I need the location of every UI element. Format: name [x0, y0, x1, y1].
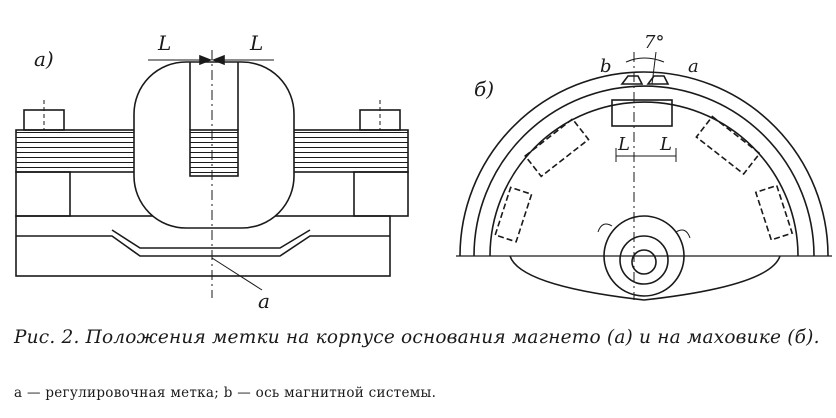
left-screw-head — [23, 109, 65, 131]
label-a: а — [688, 56, 699, 77]
flywheel-outer-rim — [459, 71, 829, 257]
right-support — [353, 171, 409, 217]
dim-arrow-left — [199, 54, 213, 66]
hub-outer — [603, 215, 685, 297]
figure-a-label: а) — [34, 47, 54, 71]
flywheel-inner-rim — [489, 101, 799, 257]
left-support — [15, 171, 71, 217]
pole-piece-top — [611, 99, 673, 127]
magnet-core — [189, 129, 239, 177]
dim-label-l-right: L — [249, 31, 263, 55]
mark-label-a: а — [258, 289, 270, 313]
pole-piece-left — [524, 117, 590, 178]
hub-mount-right — [675, 229, 691, 239]
base-channel — [16, 235, 390, 257]
label-b: b — [600, 56, 612, 77]
b-dim-label-right: L — [659, 134, 672, 155]
pole-piece-right — [695, 115, 761, 176]
figure-b-label: б) — [474, 77, 494, 101]
left-lamination-pack — [15, 129, 141, 173]
flywheel-outer-rim-inner — [473, 85, 815, 257]
hub-mount-left — [597, 223, 613, 233]
figure-a: а) L L а — [15, 31, 409, 313]
tooth-a — [646, 75, 670, 85]
pole-piece-far-left — [494, 186, 533, 243]
dim-arrow-right — [211, 54, 225, 66]
right-lamination-pack — [283, 129, 409, 173]
mark-leader-line — [211, 257, 263, 291]
tooth-b — [620, 75, 644, 85]
figure-b: б) b а 7° — [456, 32, 832, 301]
b-dim-label-left: L — [617, 134, 630, 155]
flywheel-body — [509, 255, 781, 301]
right-screw-head — [359, 109, 401, 131]
figure-caption: Рис. 2. Положения метки на корпусе основ… — [14, 327, 820, 348]
pole-piece-far-right — [754, 184, 794, 241]
axis-line-a — [651, 51, 657, 85]
angle-arc — [625, 57, 665, 63]
angle-label: 7° — [644, 32, 664, 53]
figure-legend: а — регулировочная метка; b — ось магнит… — [14, 385, 437, 401]
dim-label-l-left: L — [157, 31, 171, 55]
hub-ring — [619, 235, 669, 285]
hub-bore — [631, 249, 657, 275]
base-channel-inner — [111, 229, 311, 249]
